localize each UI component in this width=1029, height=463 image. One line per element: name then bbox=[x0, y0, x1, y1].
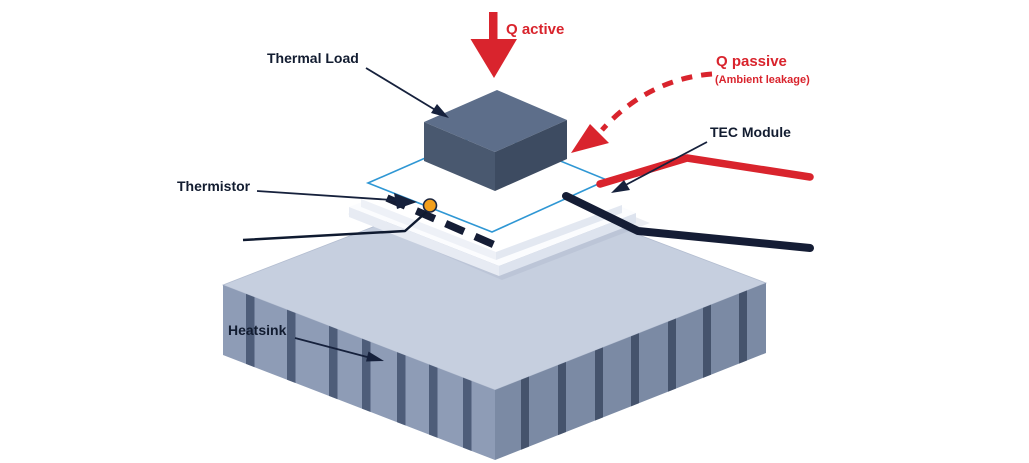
q-passive-label: Q passive bbox=[716, 53, 787, 70]
q-passive-sublabel: (Ambient leakage) bbox=[715, 74, 810, 86]
thermistor-wire-dashed bbox=[385, 194, 499, 250]
q-active-arrow-icon bbox=[470, 12, 517, 78]
q-active-label: Q active bbox=[506, 21, 565, 38]
thermal-load-leader-line bbox=[365, 67, 438, 112]
tec-lower-plate-left-edge bbox=[349, 207, 499, 276]
tec-upper-plate-left-edge bbox=[361, 199, 496, 260]
q-passive-arrow-icon bbox=[571, 71, 713, 153]
leader-arrows bbox=[256, 67, 708, 362]
tec-upper-plate-right-edge bbox=[496, 205, 622, 260]
thermal-load-label: Thermal Load bbox=[267, 50, 359, 66]
tec-wire-black bbox=[562, 192, 814, 252]
thermal-load-arrowhead-icon bbox=[431, 104, 449, 118]
thermistor-leader-line bbox=[256, 190, 401, 202]
load-right-face bbox=[495, 120, 567, 191]
thermistor-dot bbox=[422, 198, 438, 213]
tec-module-plates bbox=[349, 130, 636, 276]
heatsink-arrowhead-icon bbox=[366, 351, 384, 362]
heatsink-label: Heatsink bbox=[228, 322, 287, 338]
thermistor-lead-wire bbox=[242, 207, 432, 242]
load-left-face bbox=[424, 122, 495, 191]
thermal-load-cube bbox=[424, 90, 567, 191]
tec-wire-red bbox=[596, 154, 814, 188]
tec-lower-plate-right-edge bbox=[499, 213, 636, 276]
tec-module-label: TEC Module bbox=[710, 124, 791, 140]
thermistor-label: Thermistor bbox=[177, 178, 251, 194]
thermistor-arrowhead-icon bbox=[394, 193, 417, 209]
load-top-face bbox=[424, 90, 567, 152]
heatsink-leader-line bbox=[294, 337, 372, 359]
tec-upper-plate-top bbox=[361, 149, 622, 252]
tec-module-leader-line bbox=[617, 141, 708, 190]
tec-top-outline bbox=[365, 130, 610, 233]
tec-module-arrowhead-icon bbox=[611, 180, 630, 193]
